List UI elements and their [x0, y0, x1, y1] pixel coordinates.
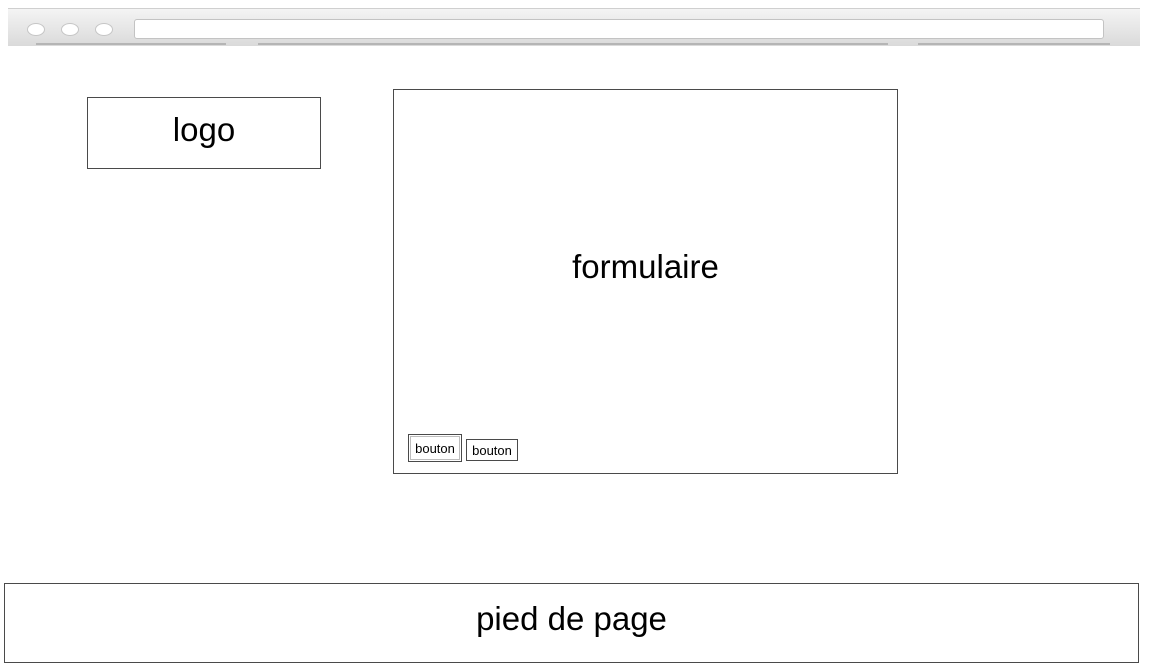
toolbar-divider [918, 43, 1110, 45]
form-button-primary[interactable]: bouton [408, 434, 462, 462]
footer-placeholder: pied de page [4, 583, 1139, 663]
form-button-secondary[interactable]: bouton [466, 439, 518, 461]
form-label: formulaire [572, 248, 719, 285]
form-placeholder: formulaire bouton bouton [393, 89, 898, 474]
window-minimize-icon[interactable] [61, 23, 79, 36]
toolbar-divider [36, 43, 226, 45]
address-bar-input[interactable] [134, 19, 1104, 39]
logo-placeholder[interactable]: logo [87, 97, 321, 169]
browser-toolbar [8, 8, 1140, 46]
window-close-icon[interactable] [27, 23, 45, 36]
logo-label: logo [172, 110, 236, 148]
window-maximize-icon[interactable] [95, 23, 113, 36]
toolbar-divider [258, 43, 888, 45]
footer-label: pied de page [476, 600, 667, 637]
